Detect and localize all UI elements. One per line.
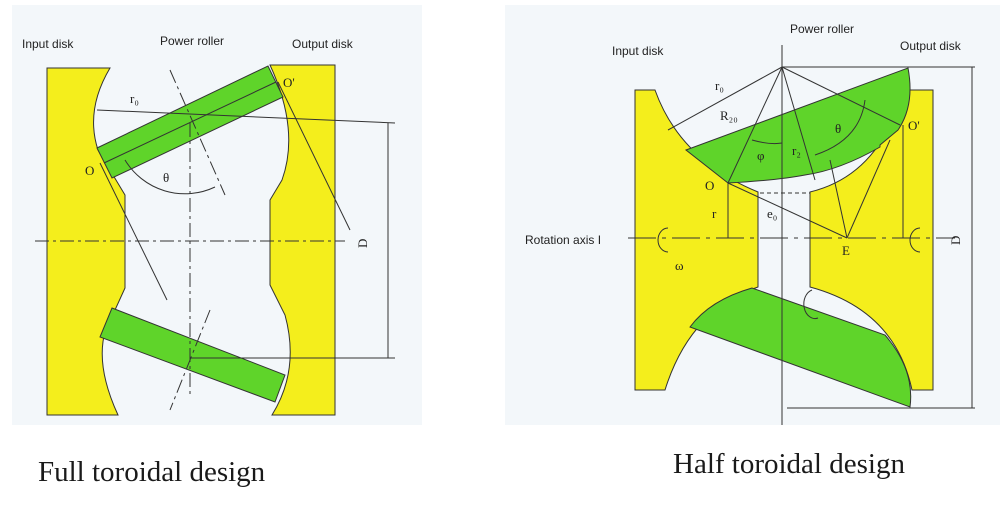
half-input-disk (634, 89, 759, 391)
half-phi-symbol: φ (757, 148, 765, 163)
full-input-disk-label: Input disk (22, 37, 74, 51)
half-output-disk-label: Output disk (900, 39, 962, 53)
full-theta-symbol: θ (163, 170, 169, 185)
half-toroidal-diagram: Input disk Power roller Output disk Rota… (505, 5, 1000, 425)
half-d-symbol: D (948, 236, 963, 245)
half-r0-symbol: r₀ (715, 78, 724, 93)
half-e-symbol: E (842, 243, 850, 258)
input-rotation-arrow-icon (657, 227, 669, 253)
roller-axis-line (103, 81, 277, 164)
full-construction-lines (35, 69, 396, 411)
full-power-roller-label: Power roller (160, 34, 224, 48)
full-output-disk (269, 64, 336, 416)
full-toroidal-diagram: Input disk Power roller Output disk r₀ O… (12, 5, 422, 425)
full-output-disk-label: Output disk (292, 37, 354, 51)
half-construction-lines (628, 45, 975, 425)
half-toroidal-caption: Half toroidal design (673, 448, 905, 480)
rotation-axis-label: Rotation axis I (525, 233, 601, 247)
half-power-roller-label: Power roller (790, 22, 854, 36)
roller-rotation-arrow-icon (803, 289, 819, 320)
half-omega-symbol: ω (675, 258, 684, 273)
full-r0-symbol: r₀ (130, 91, 139, 106)
half-input-disk-label: Input disk (612, 44, 664, 58)
full-toroidal-caption: Full toroidal design (38, 456, 266, 488)
half-o-prime-symbol: O' (908, 118, 920, 133)
half-e0-symbol: e₀ (767, 206, 777, 221)
half-r-symbol: r (712, 206, 717, 221)
half-upper-power-roller (684, 67, 911, 184)
full-lower-power-roller (99, 307, 286, 403)
output-rotation-arrow-icon (909, 227, 921, 253)
full-o-symbol: O (85, 163, 94, 178)
half-theta-symbol: θ (835, 121, 841, 136)
half-r2-symbol: r₂ (792, 143, 801, 158)
half-lower-power-roller (689, 287, 912, 408)
full-o-prime-symbol: O' (283, 75, 295, 90)
half-o-symbol: O (705, 178, 714, 193)
full-d-symbol: D (355, 239, 370, 248)
half-r20-symbol: R₂₀ (720, 108, 738, 123)
